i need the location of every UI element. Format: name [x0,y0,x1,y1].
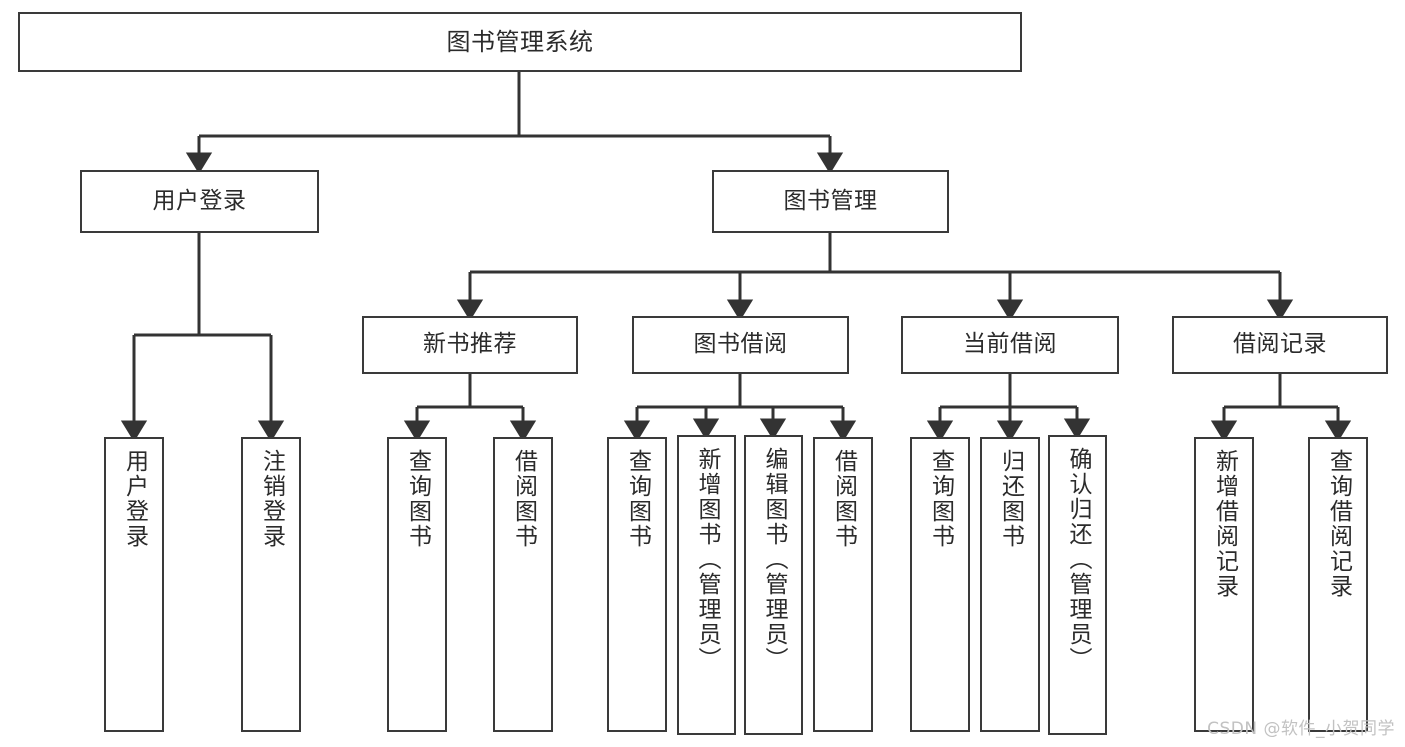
node-label: 编辑图书（管理员） [761,447,787,672]
node-label: 借阅记录 [1233,331,1327,358]
node-label: 图书借阅 [693,331,788,358]
node-label: 新增借阅记录 [1211,449,1238,599]
node-label: 借阅图书 [510,449,537,549]
node-user-login[interactable]: 用户登录 [80,170,319,233]
leaf-query-book-current[interactable]: 查询图书 [910,437,970,732]
node-label: 用户登录 [121,449,148,549]
node-label: 新书推荐 [423,331,517,358]
leaf-confirm-return-admin[interactable]: 确认归还（管理员） [1048,435,1107,735]
node-label: 查询图书 [624,449,651,549]
node-book-borrow[interactable]: 图书借阅 [632,316,849,374]
node-label: 当前借阅 [963,331,1057,358]
node-label: 图书管理 [783,187,878,214]
node-label: 查询图书 [927,449,954,549]
node-root-system[interactable]: 图书管理系统 [18,12,1022,72]
leaf-edit-book-admin[interactable]: 编辑图书（管理员） [744,435,803,735]
leaf-query-borrow-record[interactable]: 查询借阅记录 [1308,437,1368,732]
leaf-borrow-book[interactable]: 借阅图书 [813,437,873,732]
node-label: 用户登录 [152,187,247,214]
node-label: 新增图书（管理员） [694,447,720,672]
leaf-borrow-book-recommend[interactable]: 借阅图书 [493,437,553,732]
leaf-logout[interactable]: 注销登录 [241,437,301,732]
node-current-borrow[interactable]: 当前借阅 [901,316,1119,374]
watermark: CSDN @软件_小贺同学 [1207,719,1395,739]
node-borrow-record[interactable]: 借阅记录 [1172,316,1388,374]
node-book-management[interactable]: 图书管理 [712,170,949,233]
node-label: 图书管理系统 [446,27,594,56]
leaf-user-login[interactable]: 用户登录 [104,437,164,732]
node-label: 确认归还（管理员） [1065,447,1091,672]
leaf-return-book[interactable]: 归还图书 [980,437,1040,732]
leaf-add-book-admin[interactable]: 新增图书（管理员） [677,435,736,735]
leaf-add-borrow-record[interactable]: 新增借阅记录 [1194,437,1254,732]
node-label: 归还图书 [997,449,1024,549]
leaf-query-book-recommend[interactable]: 查询图书 [387,437,447,732]
node-label: 查询借阅记录 [1325,449,1352,599]
node-label: 借阅图书 [830,449,857,549]
leaf-query-book-borrow[interactable]: 查询图书 [607,437,667,732]
node-label: 查询图书 [404,449,431,549]
node-new-book-recommend[interactable]: 新书推荐 [362,316,578,374]
node-label: 注销登录 [258,449,285,549]
